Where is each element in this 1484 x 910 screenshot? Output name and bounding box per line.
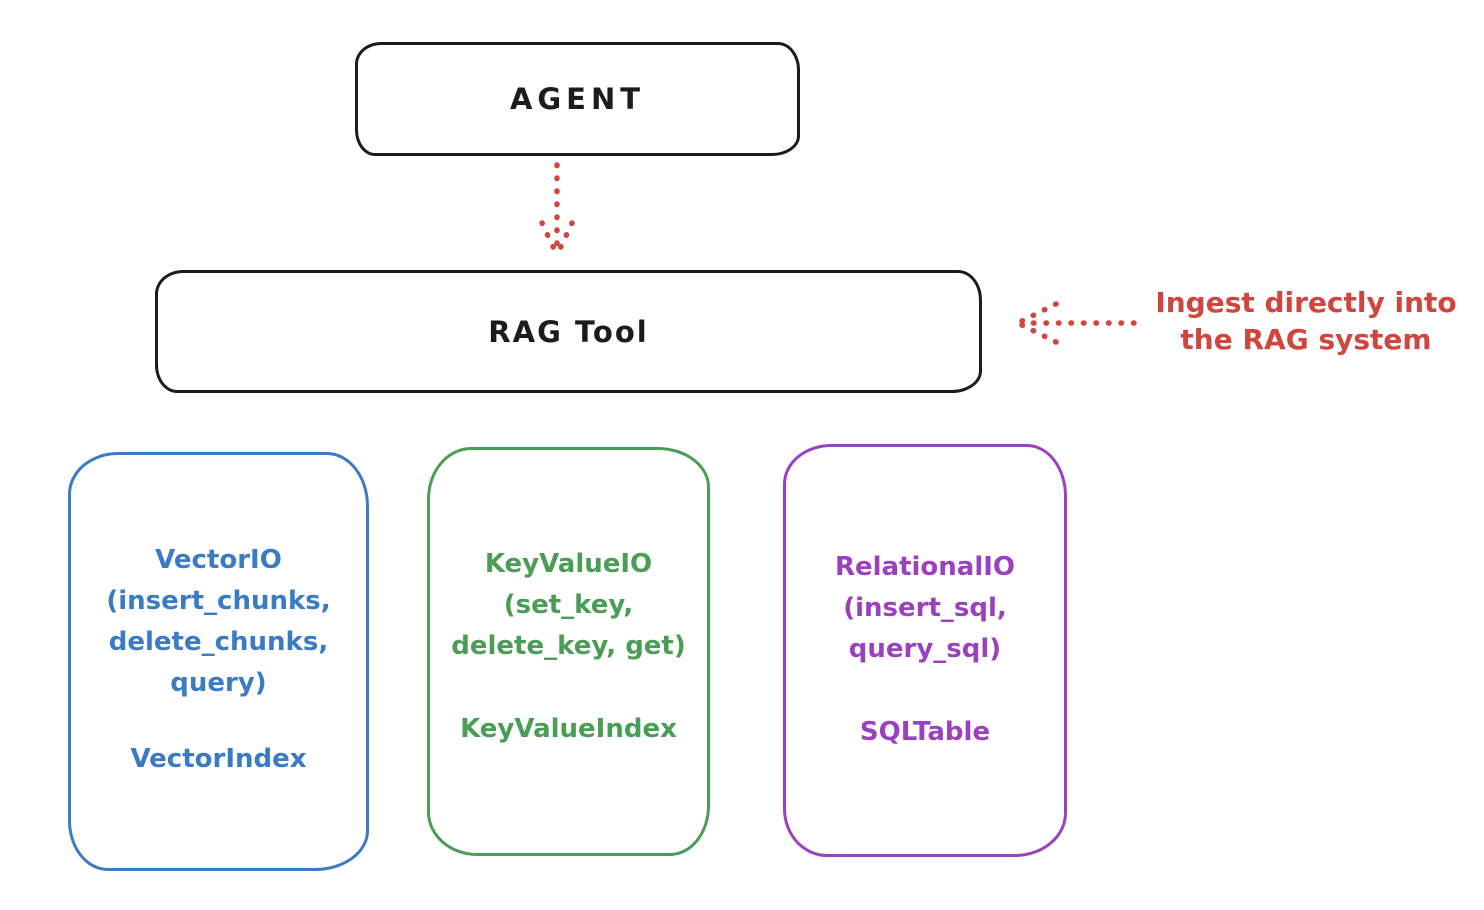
dotted-arrow-ingest-to-rag [1012, 296, 1138, 354]
ingest-annotation-line2: the RAG system [1180, 323, 1432, 356]
relational-io-card: RelationalIO (insert_sql, query_sql) SQL… [783, 444, 1067, 857]
relational-io-title-line: RelationalIO [834, 552, 1016, 582]
keyvalue-io-index-label: KeyValueIndex [460, 714, 677, 744]
vector-io-title-line: (insert_chunks, [106, 586, 331, 616]
rag-tool-label: RAG Tool [488, 314, 649, 349]
keyvalue-io-card: KeyValueIO (set_key, delete_key, get) Ke… [427, 447, 710, 856]
vector-io-index-label: VectorIndex [130, 744, 307, 774]
relational-io-title-line: (insert_sql, [843, 593, 1007, 623]
dotted-arrow-agent-to-rag [534, 161, 580, 267]
agent-label: AGENT [509, 82, 646, 116]
keyvalue-io-title-line: (set_key, [503, 590, 634, 620]
vector-io-title-line: VectorIO [155, 545, 282, 575]
vector-io-title-line: delete_chunks, [108, 627, 329, 657]
arrow-down-icon [539, 162, 575, 256]
rag-tool-node: RAG Tool [155, 270, 982, 393]
ingest-annotation-line1: Ingest directly into [1155, 286, 1457, 319]
keyvalue-io-title-line: KeyValueIO [484, 549, 653, 579]
relational-io-title-line: query_sql) [848, 634, 1002, 664]
keyvalue-io-title-line: delete_key, get) [451, 631, 686, 661]
vector-io-title-line: query) [170, 668, 267, 698]
ingest-annotation: Ingest directly into the RAG system [1138, 284, 1474, 358]
relational-io-table-label: SQLTable [859, 717, 991, 747]
vector-io-card: VectorIO (insert_chunks, delete_chunks, … [68, 452, 369, 871]
agent-node: AGENT [355, 42, 800, 156]
arrow-left-icon [1017, 301, 1137, 345]
